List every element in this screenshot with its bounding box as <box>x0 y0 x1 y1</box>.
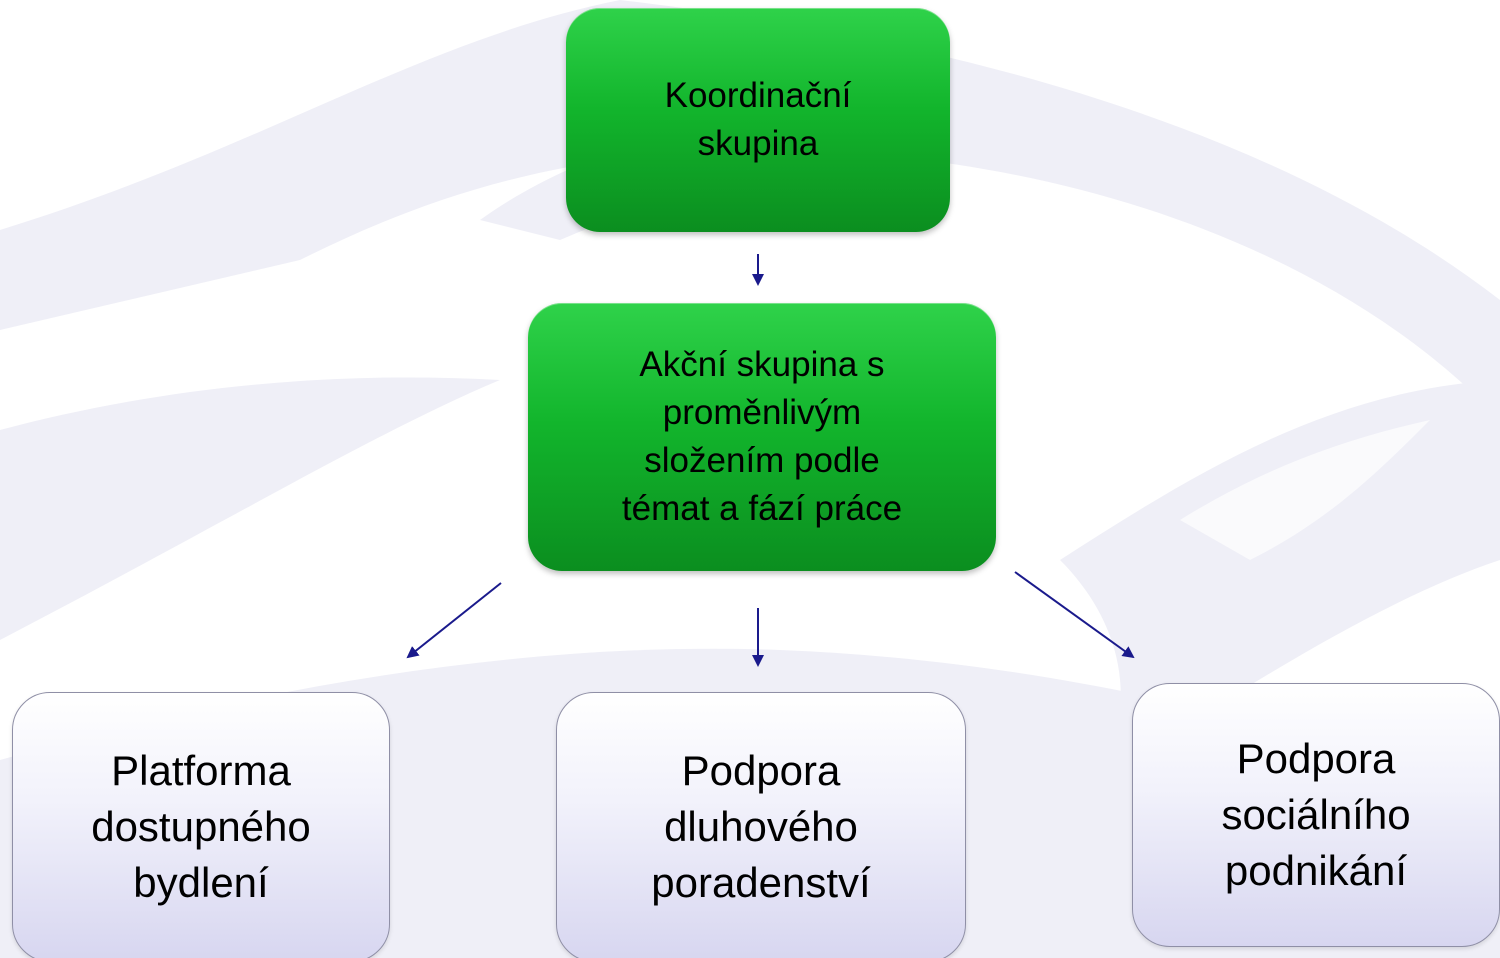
coordination-group-label: Koordinační skupina <box>664 76 852 163</box>
watermark-swirl-top <box>0 0 1500 420</box>
affordable-housing-label: Platforma dostupného bydlení <box>91 747 311 906</box>
watermark-swoosh-right <box>1060 380 1500 780</box>
watermark-highlight-mid <box>990 230 1230 360</box>
debt-counselling-box: Podpora dluhového poradenství <box>556 692 966 958</box>
social-enterprise-label: Podpora sociálního podnikání <box>1221 735 1411 894</box>
watermark-highlight-right <box>1180 420 1430 560</box>
action-group-box: Akční skupina s proměnlivým složením pod… <box>528 303 996 571</box>
coordination-group-box: Koordinační skupina <box>566 8 950 232</box>
action-group-label: Akční skupina s proměnlivým složením pod… <box>621 345 903 528</box>
debt-counselling-label: Podpora dluhového poradenství <box>651 747 871 906</box>
watermark-leaf-left <box>0 377 500 640</box>
affordable-housing-box: Platforma dostupného bydlení <box>12 692 390 958</box>
social-enterprise-box: Podpora sociálního podnikání <box>1132 683 1500 947</box>
